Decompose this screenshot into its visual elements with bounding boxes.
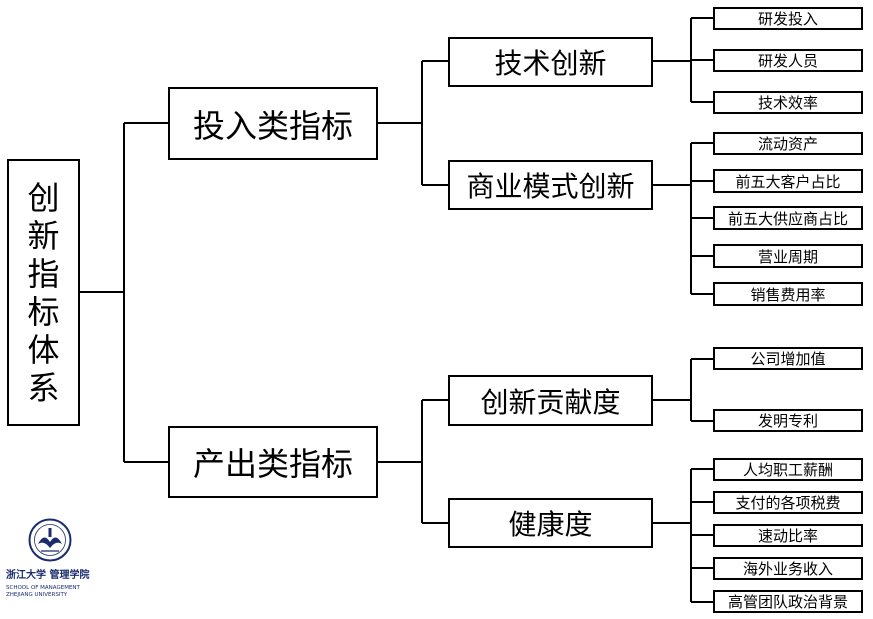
leaf-label: 流动资产 (757, 135, 818, 153)
node-output-indicators: 产出类指标 (168, 426, 378, 498)
school-english-line1: SCHOOL OF MANAGEMENT (6, 585, 80, 591)
leaf-label: 发明专利 (757, 412, 818, 430)
leaf-label: 速动比率 (757, 527, 818, 545)
root-label: 创新指标体系 (27, 179, 59, 407)
leaf-node: 前五大供应商占比 (713, 206, 863, 230)
root-label-char: 系 (27, 368, 60, 407)
node-innovation-contribution: 创新贡献度 (448, 375, 653, 426)
leaf-node: 人均职工薪酬 (713, 458, 863, 481)
leaf-node: 流动资产 (713, 132, 863, 155)
node-label: 产出类指标 (192, 445, 353, 483)
leaf-label: 研发投入 (757, 10, 818, 28)
leaf-node: 销售费用率 (713, 282, 863, 306)
university-seal-icon (28, 518, 72, 562)
leaf-node: 研发投入 (713, 7, 863, 30)
node-label: 技术创新 (494, 47, 607, 80)
leaf-label: 前五大供应商占比 (727, 209, 848, 228)
leaf-node: 速动比率 (713, 524, 863, 547)
zju-management-logo: 浙江大学 管理学院 SCHOOL OF MANAGEMENT ZHEJIANG … (6, 518, 98, 614)
leaf-node: 支付的各项税费 (713, 491, 863, 514)
root-label-char: 指 (27, 254, 60, 293)
leaf-node: 技术效率 (713, 91, 863, 114)
leaf-label: 人均职工薪酬 (742, 461, 833, 479)
root-label-char: 新 (27, 216, 60, 255)
leaf-label: 研发人员 (757, 52, 818, 70)
leaf-label: 公司增加值 (750, 350, 826, 368)
leaf-node: 研发人员 (713, 49, 863, 72)
root-label-char: 创 (27, 178, 60, 217)
leaf-node: 海外业务收入 (713, 557, 863, 580)
leaf-node: 高管团队政治背景 (713, 590, 863, 613)
school-english-line2: ZHEJIANG UNIVERSITY (6, 592, 68, 598)
leaf-label: 营业周期 (757, 247, 818, 266)
leaf-label: 技术效率 (757, 94, 818, 112)
node-input-indicators: 投入类指标 (168, 87, 378, 160)
leaf-node: 公司增加值 (713, 347, 863, 370)
node-business-model-innovation: 商业模式创新 (448, 160, 653, 210)
leaf-label: 高管团队政治背景 (727, 593, 848, 611)
school-name: 浙江大学 管理学院 (6, 570, 90, 581)
leaf-label: 销售费用率 (750, 285, 826, 304)
node-label: 健康度 (508, 508, 593, 541)
leaf-label: 前五大客户占比 (735, 172, 841, 191)
leaf-label: 海外业务收入 (742, 560, 833, 578)
root-node: 创新指标体系 (7, 159, 80, 426)
node-label: 投入类指标 (192, 106, 353, 145)
root-label-char: 标 (27, 292, 60, 331)
node-label: 商业模式创新 (466, 170, 635, 203)
leaf-node: 前五大客户占比 (713, 169, 863, 193)
node-label: 创新贡献度 (480, 385, 621, 419)
leaf-node: 营业周期 (713, 244, 863, 268)
leaf-node: 发明专利 (713, 409, 863, 432)
root-label-char: 体 (27, 330, 60, 369)
node-tech-innovation: 技术创新 (448, 37, 653, 87)
leaf-label: 支付的各项税费 (735, 494, 841, 512)
node-health: 健康度 (448, 498, 653, 548)
